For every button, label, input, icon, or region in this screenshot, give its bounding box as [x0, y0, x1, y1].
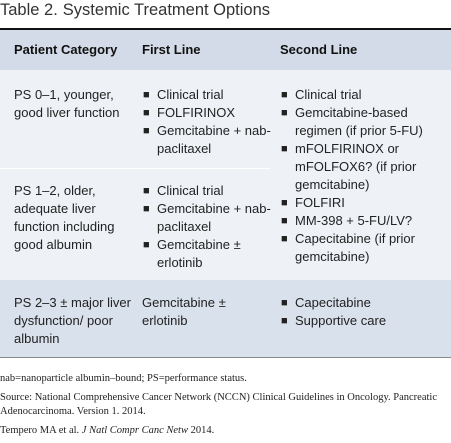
table-title-text: Systemic Treatment Options — [62, 1, 271, 19]
row-3-category: PS 2–3 ± major liver dysfunction/ poor a… — [14, 295, 131, 346]
list-item: ■Gemcitabine-based regimen (if prior 5-F… — [281, 105, 423, 138]
bullet-icon: ■ — [143, 125, 150, 137]
list-item: ■Gemcitabine + nab-paclitaxel — [143, 123, 271, 156]
list-item: ■FOLFIRINOX — [143, 105, 236, 120]
list-item: ■Supportive care — [281, 313, 387, 328]
bullet-icon: ■ — [143, 239, 150, 251]
bullet-icon: ■ — [143, 185, 150, 197]
bullet-icon: ■ — [281, 297, 288, 309]
shared-second-line: ■Clinical trial ■Gemcitabine-based regim… — [280, 86, 445, 266]
row-1-first-line: ■Clinical trial ■FOLFIRINOX ■Gemcitabine… — [142, 86, 272, 158]
list-item: ■MM-398 + 5-FU/LV? — [281, 213, 413, 228]
table-title: Table 2.Systemic Treatment Options — [0, 0, 451, 20]
bullet-icon: ■ — [143, 107, 150, 119]
bullet-icon: ■ — [143, 203, 150, 215]
row-3-second-line: ■Capecitabine ■Supportive care — [280, 294, 445, 330]
top-rule — [0, 28, 451, 30]
list-item: ■Clinical trial — [281, 87, 362, 102]
table-section-ps0-2 — [0, 70, 451, 280]
bullet-icon: ■ — [281, 315, 288, 327]
table-footnotes: nab=nanoparticle albumin–bound; PS=perfo… — [0, 372, 451, 443]
list-item: ■Clinical trial — [143, 87, 224, 102]
row-1-category: PS 0–1, younger, good liver function — [14, 87, 120, 120]
source-note: Source: National Comprehensive Cancer Ne… — [0, 392, 437, 417]
row-3-first-line: Gemcitabine ± erlotinib — [142, 295, 226, 328]
list-item: ■Capecitabine (if prior gemcitabine) — [281, 231, 415, 264]
header-second-line: Second Line — [280, 42, 358, 57]
list-item: ■FOLFIRI — [281, 195, 345, 210]
header-first-line: First Line — [142, 42, 201, 57]
list-item: ■Gemcitabine + nab-paclitaxel — [143, 201, 271, 234]
list-item: ■mFOLFIRINOX or mFOLFOX6? (if prior gemc… — [281, 141, 417, 192]
bullet-icon: ■ — [281, 233, 288, 245]
abbreviations-note: nab=nanoparticle albumin–bound; PS=perfo… — [0, 373, 247, 384]
header-patient-category: Patient Category — [14, 42, 118, 57]
row-2-first-line: ■Clinical trial ■Gemcitabine + nab-pacli… — [142, 182, 272, 272]
journal-name: J Natl Compr Canc Netw — [81, 425, 188, 436]
bullet-icon: ■ — [281, 89, 288, 101]
table-label: Table 2. — [0, 1, 58, 19]
bullet-icon: ■ — [281, 197, 288, 209]
bottom-rule — [0, 357, 451, 358]
bullet-icon: ■ — [281, 215, 288, 227]
list-item: ■Capecitabine — [281, 295, 371, 310]
list-item: ■Gemcitabine ± erlotinib — [143, 237, 241, 270]
bullet-icon: ■ — [281, 107, 288, 119]
list-item: ■Clinical trial — [143, 183, 224, 198]
table-section-ps2-3 — [0, 280, 451, 357]
table-header-row: Patient Category First Line Second Line — [0, 30, 451, 70]
bullet-icon: ■ — [143, 89, 150, 101]
citation-note: Tempero MA et al. J Natl Compr Canc Netw… — [0, 425, 215, 436]
row-2-category: PS 1–2, older, adequate liver function i… — [14, 183, 115, 252]
row-divider — [0, 168, 270, 169]
bullet-icon: ■ — [281, 143, 288, 155]
